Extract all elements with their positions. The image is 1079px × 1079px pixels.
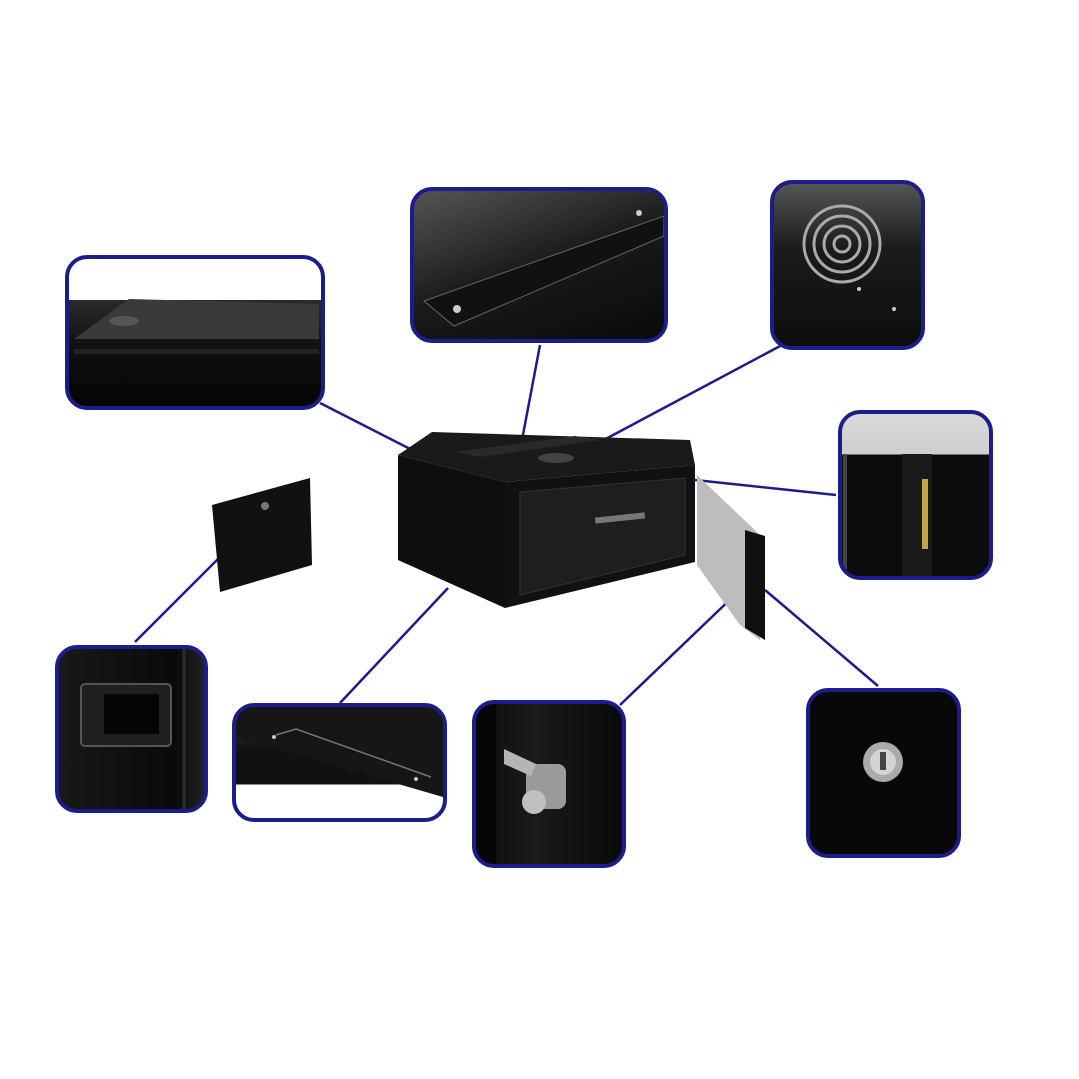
handle-photo xyxy=(80,649,186,809)
callout-line xyxy=(134,544,233,643)
callout-line xyxy=(694,478,837,497)
callout-line xyxy=(764,589,879,687)
callout-line xyxy=(619,589,741,706)
callout-line xyxy=(339,587,449,704)
side-panel xyxy=(212,478,312,592)
door-hinge-pin-detail xyxy=(838,410,993,580)
cabinet-top-photo xyxy=(74,299,319,354)
bottom-plate-detail xyxy=(232,703,447,822)
wall-cabinet xyxy=(398,432,765,640)
cover-plate-photo xyxy=(423,210,664,327)
callout-line xyxy=(520,344,542,441)
side-panel-handle-detail xyxy=(55,645,208,813)
cam-lock-detail xyxy=(472,700,626,868)
top-cover-plate-detail xyxy=(410,187,668,343)
hinge-pin-photo xyxy=(843,454,932,576)
fan-grille-photo xyxy=(802,204,896,311)
fan-vent-detail xyxy=(770,180,925,350)
key-lock-detail xyxy=(806,688,961,858)
cam-lock-photo xyxy=(476,704,566,864)
top-view-detail xyxy=(65,255,325,410)
key-lock-photo xyxy=(863,742,903,782)
bottom-plate-photo xyxy=(236,707,443,797)
callout-line xyxy=(319,401,419,455)
